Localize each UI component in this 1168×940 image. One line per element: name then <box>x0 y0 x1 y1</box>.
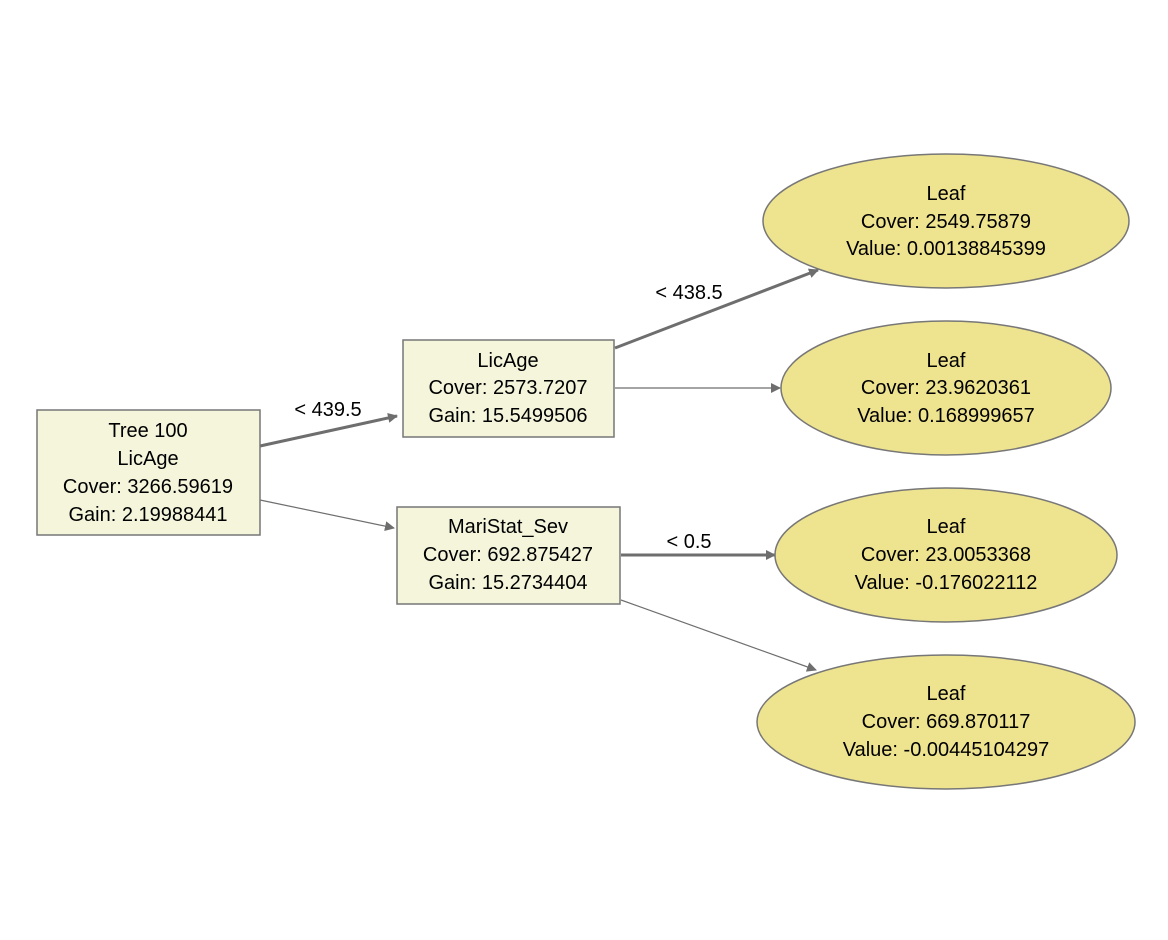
leaf-cover: Cover: 2549.75879 <box>861 211 1031 233</box>
edge-line <box>614 268 819 350</box>
edge-root-to-maristat <box>259 499 395 532</box>
edge-line <box>620 599 817 672</box>
leaf-node-3: Leaf Cover: 23.0053368 Value: -0.1760221… <box>774 487 1118 623</box>
node-line-cover: Cover: 3266.59619 <box>63 476 233 498</box>
leaf-cover: Cover: 23.9620361 <box>861 377 1031 399</box>
edge-maristat-to-leaf-4 <box>620 599 817 672</box>
split-node-maristat-sev: MariStat_Sev Cover: 692.875427 Gain: 15.… <box>396 506 621 605</box>
edge-label: < 439.5 <box>294 399 361 421</box>
edge-label: < 438.5 <box>655 282 722 304</box>
node-line-feature: LicAge <box>477 350 538 372</box>
leaf-value: Value: -0.00445104297 <box>843 739 1049 761</box>
leaf-title: Leaf <box>927 683 966 705</box>
node-line-gain: Gain: 15.5499506 <box>428 405 587 427</box>
edge-line <box>259 499 395 532</box>
edge-root-to-licage: < 439.5 <box>259 399 398 448</box>
node-box <box>396 506 621 605</box>
node-line-cover: Cover: 2573.7207 <box>428 377 587 399</box>
leaf-ellipse <box>756 654 1136 790</box>
node-line-feature: MariStat_Sev <box>448 516 568 538</box>
edge-licage-to-leaf-1: < 438.5 <box>614 268 819 350</box>
node-box <box>402 339 615 438</box>
leaf-node-2: Leaf Cover: 23.9620361 Value: 0.16899965… <box>780 320 1112 456</box>
node-line-gain: Gain: 2.19988441 <box>68 504 227 526</box>
leaf-value: Value: 0.168999657 <box>857 405 1035 427</box>
leaf-node-4: Leaf Cover: 669.870117 Value: -0.0044510… <box>756 654 1136 790</box>
leaf-cover: Cover: 23.0053368 <box>861 544 1031 566</box>
leaf-node-1: Leaf Cover: 2549.75879 Value: 0.00138845… <box>762 153 1130 289</box>
node-line-cover: Cover: 692.875427 <box>423 544 593 566</box>
node-line-gain: Gain: 15.2734404 <box>428 572 587 594</box>
leaf-ellipse <box>780 320 1112 456</box>
leaf-value: Value: 0.00138845399 <box>846 238 1046 260</box>
leaf-title: Leaf <box>927 516 966 538</box>
edge-maristat-to-leaf-3: < 0.5 <box>621 531 776 560</box>
leaf-ellipse <box>762 153 1130 289</box>
leaf-cover: Cover: 669.870117 <box>862 711 1031 733</box>
leaf-ellipse <box>774 487 1118 623</box>
edge-line <box>259 413 398 448</box>
leaf-value: Value: -0.176022112 <box>855 572 1038 594</box>
root-node: Tree 100 LicAge Cover: 3266.59619 Gain: … <box>36 409 261 536</box>
leaf-title: Leaf <box>927 350 966 372</box>
node-line-title: Tree 100 <box>108 420 187 442</box>
edge-label: < 0.5 <box>666 531 711 553</box>
node-line-feature: LicAge <box>117 448 178 470</box>
node-box <box>36 409 261 536</box>
split-node-licage: LicAge Cover: 2573.7207 Gain: 15.5499506 <box>402 339 615 438</box>
leaf-title: Leaf <box>927 183 966 205</box>
